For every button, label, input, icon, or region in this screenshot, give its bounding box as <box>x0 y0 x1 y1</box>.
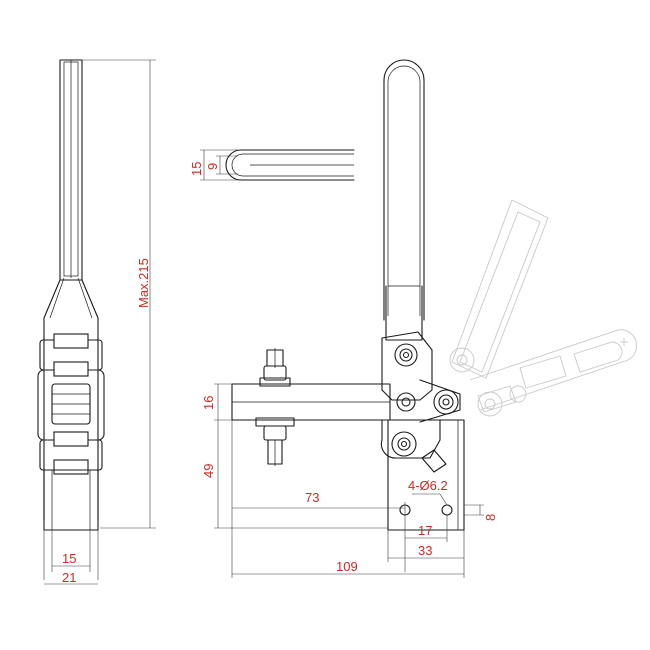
handle-section-detail: 15 9 <box>189 149 355 181</box>
mount-hole <box>441 504 453 516</box>
dim-base-width: 33 <box>418 543 432 558</box>
dim-max-height: Max.215 <box>136 258 151 308</box>
dim-side-outer: 21 <box>62 570 76 585</box>
side-dimensions: Max.215 15 21 <box>43 59 156 585</box>
side-view <box>37 59 105 531</box>
dim-hole-spacing-y: 8 <box>483 514 498 521</box>
dim-overall-length: 109 <box>336 559 358 574</box>
front-handle <box>383 59 425 321</box>
ghost-open-position <box>449 199 638 417</box>
dim-handle-width: 15 <box>189 162 204 176</box>
dim-holes: 4-Ø6.2 <box>408 478 448 493</box>
front-view <box>231 59 465 531</box>
dim-arm-length: 73 <box>305 490 319 505</box>
dim-side-inner: 15 <box>62 551 76 566</box>
dim-handle-inner: 9 <box>205 163 220 170</box>
side-base <box>43 469 99 531</box>
dim-hole-spacing-x: 17 <box>418 523 432 538</box>
dim-body-height: 49 <box>201 464 216 478</box>
front-dimensions: 16 49 73 4-Ø6.2 8 17 33 109 <box>201 383 498 578</box>
front-linkage <box>381 331 433 401</box>
front-base <box>387 419 465 531</box>
dim-base-height: 16 <box>201 396 216 410</box>
